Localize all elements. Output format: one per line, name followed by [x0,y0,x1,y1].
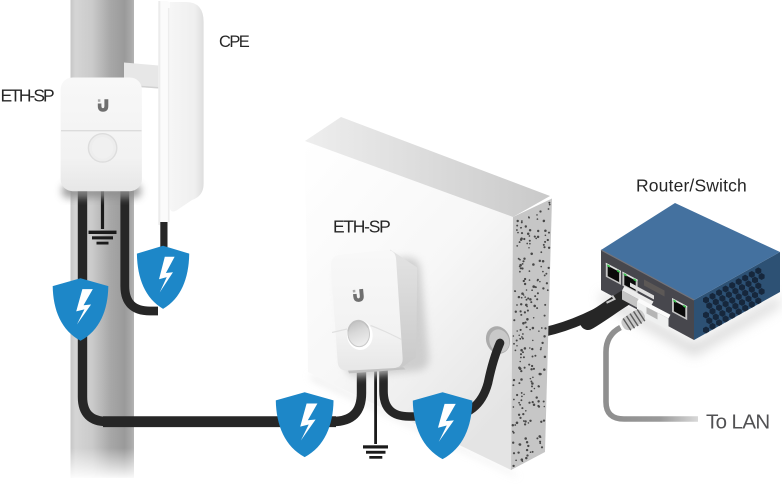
svg-text:ETH-SP: ETH-SP [333,216,390,236]
svg-text:ETH-SP: ETH-SP [1,86,55,106]
svg-text:To LAN: To LAN [706,411,770,434]
svg-text:CPE: CPE [219,33,250,51]
svg-text:Router/Switch: Router/Switch [636,175,747,195]
